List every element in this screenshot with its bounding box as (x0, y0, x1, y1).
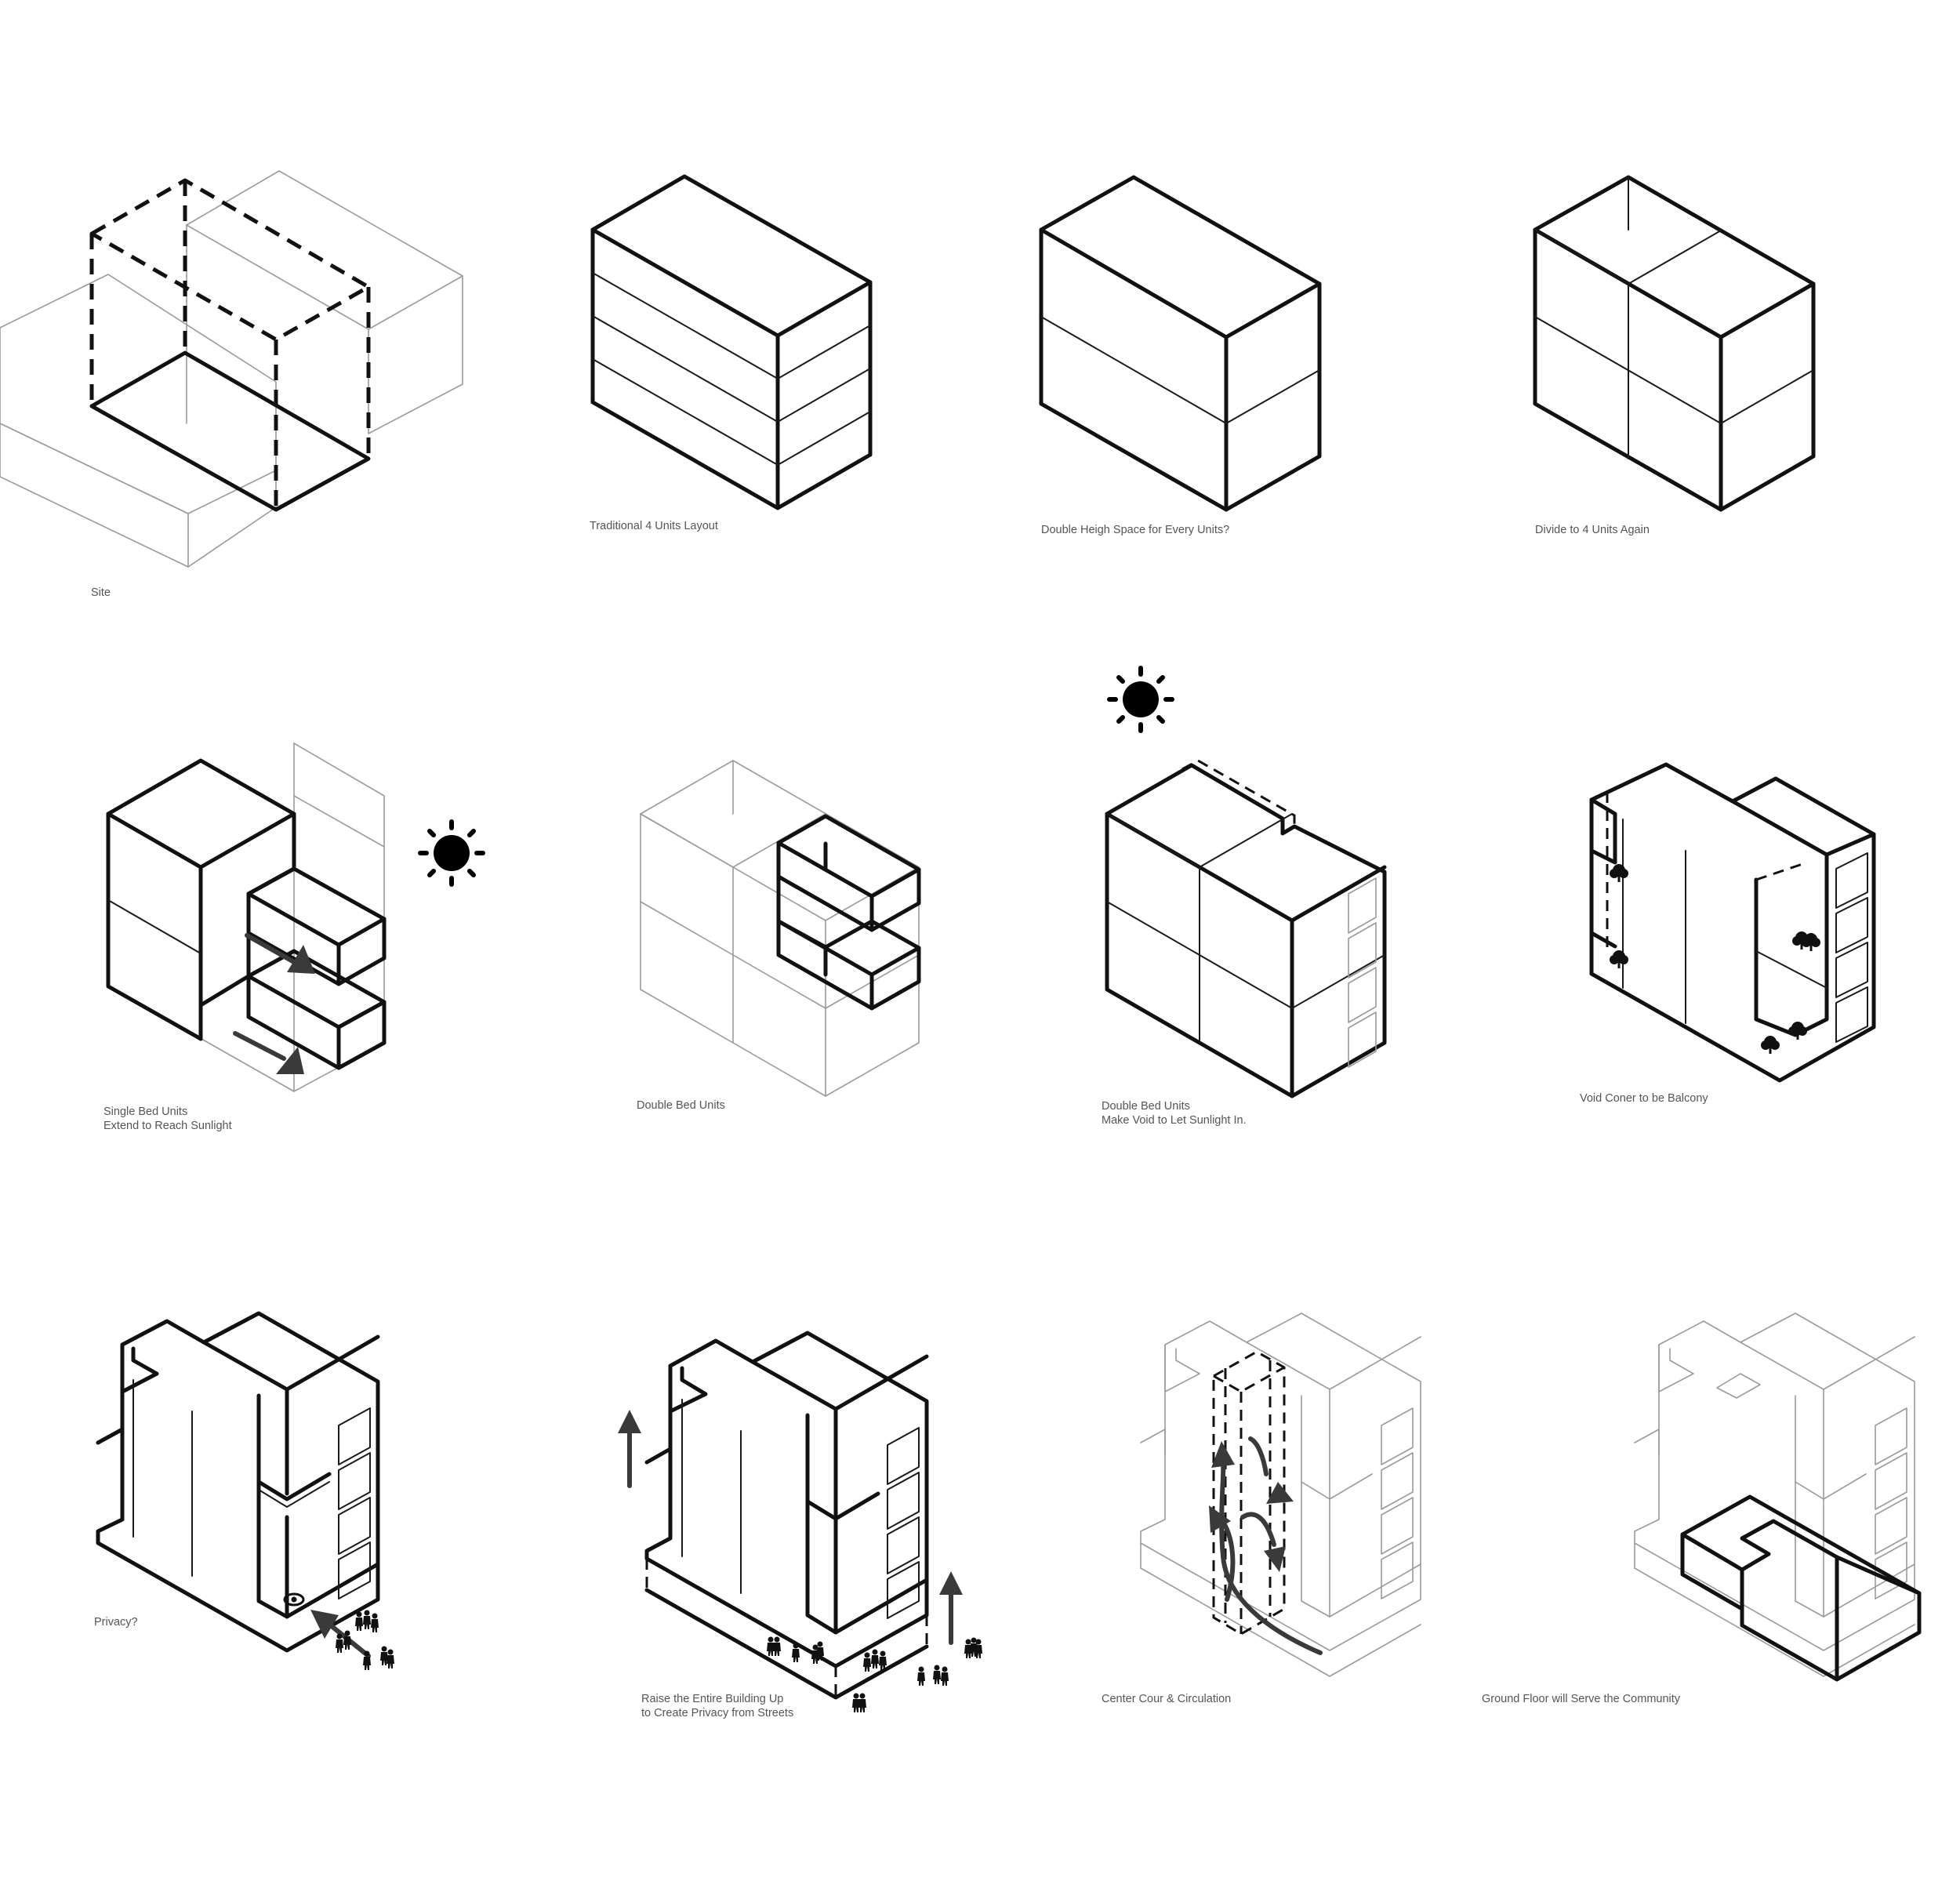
site-dashed-volume (89, 178, 371, 510)
tree-icon (1610, 864, 1628, 882)
arrow-icon (618, 1410, 641, 1488)
panel-court (1140, 1313, 1421, 1677)
panel-void (1105, 666, 1387, 1098)
caption-double-bed: Double Bed Units (637, 1099, 725, 1112)
site-footprint (89, 350, 371, 512)
arrow-icon (245, 933, 315, 974)
panel-privacy (96, 1311, 394, 1670)
window-frames (1835, 852, 1868, 1043)
box-outline (590, 174, 873, 510)
panel-divide (1533, 175, 1816, 512)
caption-double-height: Double Heigh Space for Every Units? (1041, 524, 1229, 536)
arrow-icon (1209, 1505, 1236, 1602)
context-wireframe (1634, 1313, 1915, 1677)
tree-icon (1610, 950, 1628, 968)
panel-raise (618, 1331, 982, 1712)
caption-court: Center Cour & Circulation (1102, 1693, 1231, 1705)
arrow-icon (1211, 1441, 1323, 1655)
window-frames (1348, 877, 1377, 1068)
arrow-icon (1248, 1436, 1294, 1504)
panel-traditional (590, 174, 873, 510)
raised-ground-frame (644, 1559, 929, 1700)
panel-balcony (1589, 762, 1876, 1083)
panel-ground (1634, 1313, 1922, 1682)
tree-icon (1788, 1022, 1807, 1040)
extended-unit-lower (246, 949, 387, 1070)
site-context-left (0, 274, 277, 568)
caption-divide: Divide to 4 Units Again (1535, 524, 1650, 536)
caption-traditional: Traditional 4 Units Layout (590, 520, 718, 532)
floor-divisions (592, 272, 871, 466)
arrow-icon (1240, 1512, 1286, 1572)
circulation-core (1212, 1350, 1286, 1636)
panel-single-bed (106, 743, 485, 1092)
arrow-icon (233, 1031, 304, 1074)
window-frames (338, 1407, 371, 1599)
caption-void: Double Bed Units Make Void to Let Sunlig… (1102, 1100, 1247, 1127)
void-outline (1181, 759, 1296, 826)
caption-raise: Raise the Entire Building Up to Create P… (641, 1693, 793, 1719)
caption-privacy: Privacy? (94, 1616, 138, 1628)
site-context-right (186, 170, 463, 434)
caption-site: Site (91, 586, 111, 599)
panel-site (0, 170, 463, 568)
tree-icon (1761, 1036, 1780, 1054)
caption-balcony: Void Coner to be Balcony (1580, 1092, 1708, 1105)
caption-single-bed: Single Bed Units Extend to Reach Sunligh… (103, 1106, 232, 1132)
caption-ground: Ground Floor will Serve the Community (1482, 1693, 1681, 1705)
community-volume (1680, 1494, 1922, 1682)
captions: Site Traditional 4 Units Layout Double H… (91, 520, 1708, 1719)
arrow-icon (939, 1571, 963, 1645)
window-frames (887, 1427, 920, 1619)
sun-icon (1107, 666, 1174, 733)
sun-icon (418, 819, 485, 887)
stacked-units (776, 814, 921, 1011)
panel-double-height (1039, 175, 1322, 512)
context-wireframe (1140, 1313, 1421, 1677)
panel-double-bed (640, 760, 921, 1097)
eye-icon (283, 1592, 305, 1607)
